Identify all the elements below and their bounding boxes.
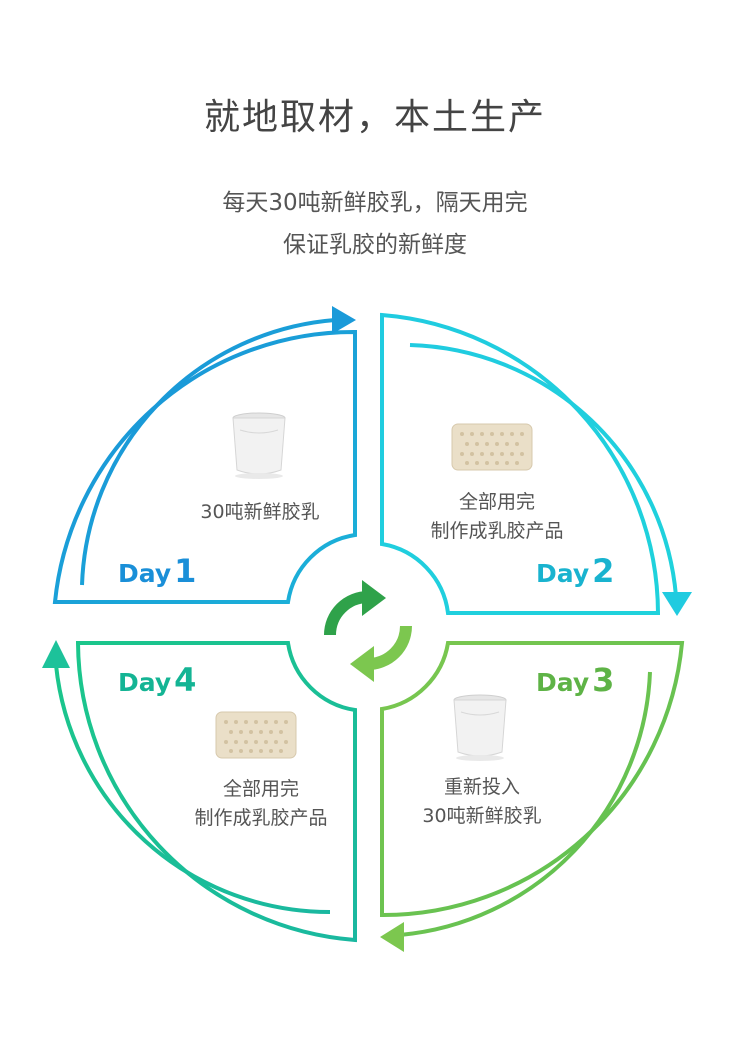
arrow-day3-to-day4: [399, 671, 652, 937]
quadrant-2-text: 全部用完 制作成乳胶产品: [392, 488, 602, 546]
day-3-label: Day3: [536, 661, 614, 699]
day-3-word: Day: [536, 668, 590, 697]
day-2-number: 2: [592, 552, 615, 590]
arrow-day4-to-day1: [54, 664, 331, 915]
day-3-number: 3: [592, 661, 615, 699]
day-4-word: Day: [118, 668, 172, 697]
quadrant-3-line-1: 重新投入: [443, 776, 520, 798]
refresh-cycle-icon: [324, 580, 412, 682]
subtitle: 每天30吨新鲜胶乳，隔天用完 保证乳胶的新鲜度: [0, 182, 750, 266]
quadrant-4-line-2: 制作成乳胶产品: [194, 807, 328, 829]
subtitle-line-2: 保证乳胶的新鲜度: [283, 232, 467, 258]
day-4-label: Day4: [118, 661, 196, 699]
quadrant-4-line-1: 全部用完: [222, 778, 299, 800]
arrow-day1-to-day2: [80, 318, 336, 586]
quadrant-1-text: 30吨新鲜胶乳: [150, 498, 370, 527]
quadrant-2-frame: [380, 312, 661, 615]
day-1-number: 1: [174, 552, 197, 590]
latex-pillow-icon: [215, 711, 297, 759]
arrow-day2-to-day3: [409, 343, 678, 597]
latex-bucket-icon: [232, 412, 286, 479]
arrow-head-cyan: [662, 592, 692, 616]
quadrant-4-text: 全部用完 制作成乳胶产品: [156, 775, 366, 833]
quadrant-2-line-2: 制作成乳胶产品: [430, 520, 564, 542]
arrow-head-teal: [42, 640, 70, 668]
quadrant-3-frame: [380, 641, 685, 918]
quadrant-1-line-1: 30吨新鲜胶乳: [200, 501, 320, 523]
day-4-number: 4: [174, 661, 197, 699]
page-title: 就地取材，本土生产: [203, 97, 546, 138]
subtitle-line-1: 每天30吨新鲜胶乳，隔天用完: [222, 190, 528, 216]
quadrant-1-frame: [52, 329, 357, 604]
quadrant-2-line-1: 全部用完: [458, 491, 535, 513]
day-1-word: Day: [118, 559, 172, 588]
arrow-head-green: [380, 922, 404, 952]
day-2-label: Day2: [536, 552, 614, 590]
day-2-word: Day: [536, 559, 590, 588]
arrow-head-blue: [332, 306, 356, 334]
latex-bucket-icon: [453, 694, 507, 761]
quadrant-3-text: 重新投入 30吨新鲜胶乳: [382, 773, 582, 831]
quadrant-4-frame: [75, 641, 357, 943]
quadrant-3-line-2: 30吨新鲜胶乳: [422, 805, 542, 827]
latex-pillow-icon: [451, 423, 533, 471]
day-1-label: Day1: [118, 552, 196, 590]
